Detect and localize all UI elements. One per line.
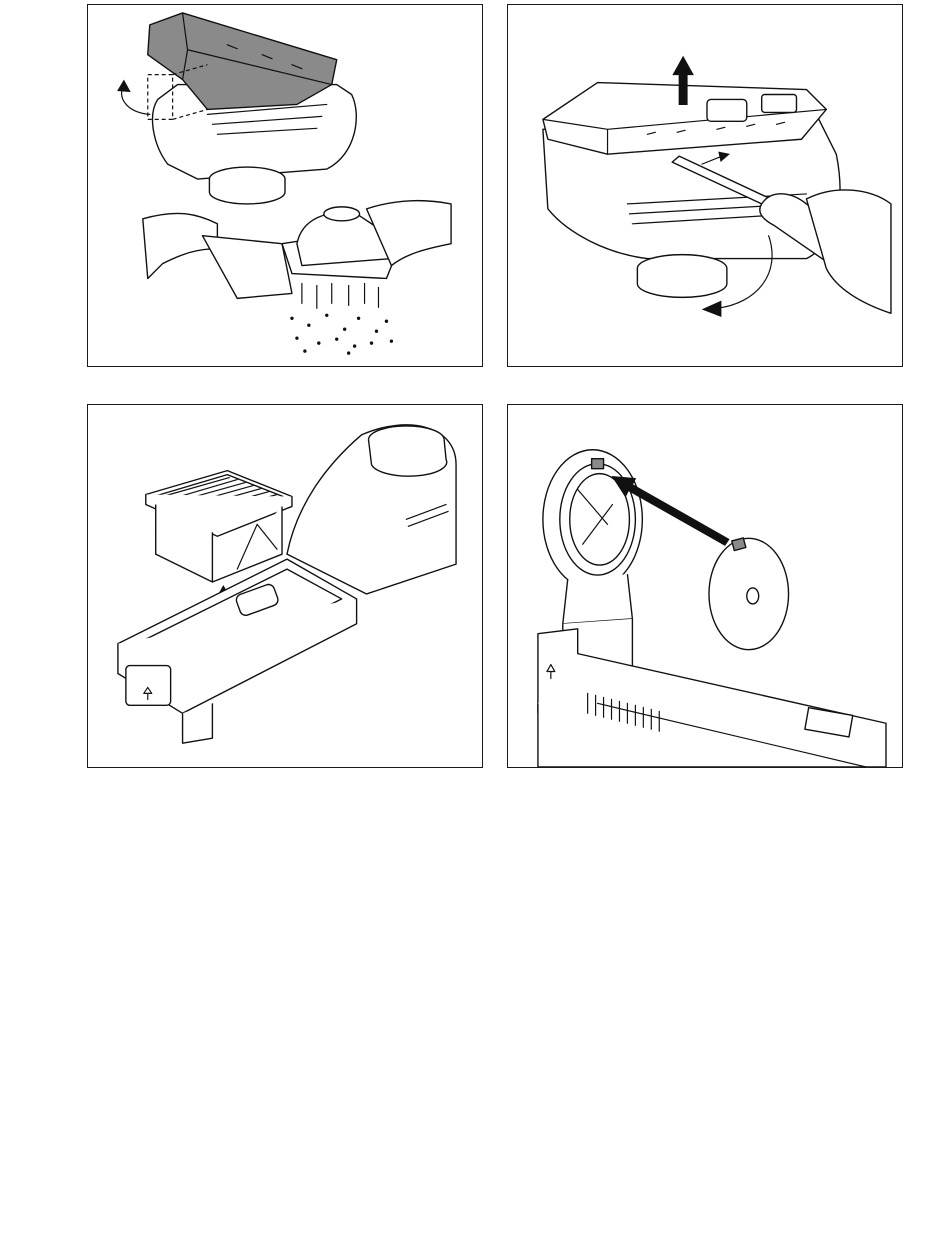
figure-dust-box-emptying <box>87 4 483 367</box>
figure-cover-removal <box>507 4 903 367</box>
figure-cap-fitting <box>507 404 903 768</box>
hand-icon <box>143 213 218 278</box>
cap-fitting-illustration <box>508 405 902 767</box>
figure-filter-removal <box>87 404 483 768</box>
cover-removal-illustration <box>508 5 902 366</box>
filter-removal-illustration <box>88 405 482 767</box>
dust-box-illustration <box>88 5 482 366</box>
